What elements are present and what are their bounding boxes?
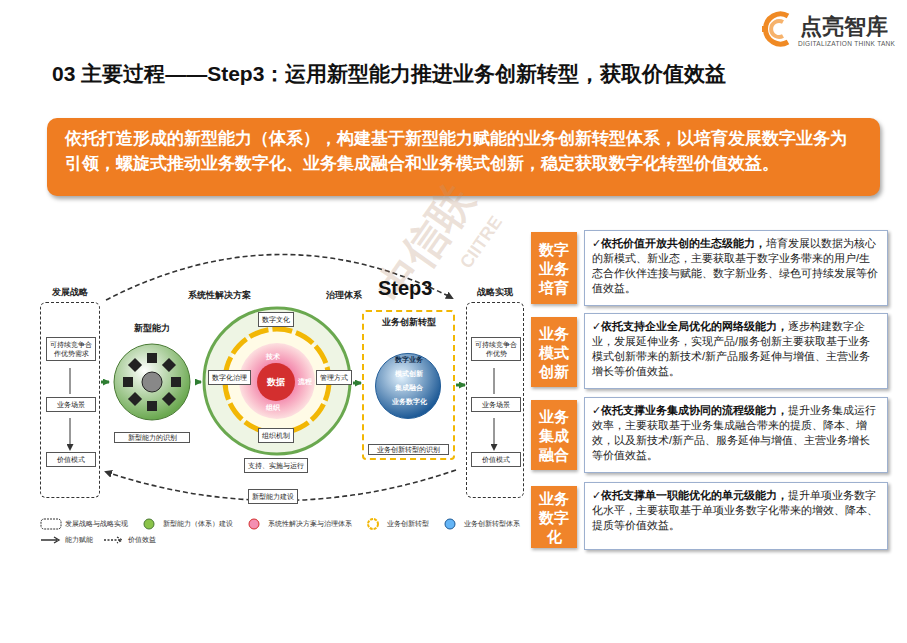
element-box: 数字文化 xyxy=(258,312,294,327)
legend-text: 系统性解决方案与治理体系 xyxy=(268,519,352,529)
category-label: 业务模式创新 xyxy=(531,317,577,387)
legend-sample xyxy=(138,518,160,530)
node-text: 业务数字化 xyxy=(534,489,574,546)
solution-circle: 系统性解决方案治理体系数字文化数字化治理管理方式组织机制数据 xyxy=(202,306,352,456)
node-text: 数字业务培育 xyxy=(534,240,574,297)
bullet-heading: ✓依托价值开放共创的生态级能力， xyxy=(592,237,766,249)
legend-sample xyxy=(40,534,62,546)
node-text: 管理方式 xyxy=(320,373,348,382)
legend-item: 新型能力（体系）建设 xyxy=(138,518,233,530)
process-box: 业务场景 xyxy=(471,397,521,412)
node-text: 价值模式 xyxy=(475,455,517,464)
legend-sample xyxy=(439,518,461,530)
legend-text: 发展战略与战略实现 xyxy=(65,519,128,529)
bullet-heading: ✓依托支撑业务集成协同的流程级能力， xyxy=(592,404,788,416)
logo-subtitle: DIGITALIZATION THINK TANK xyxy=(798,40,895,47)
sphere-label: 模式创新 xyxy=(395,370,423,379)
node-text: 价值模式 xyxy=(50,455,92,464)
flow-arrow xyxy=(456,384,465,387)
process-box: 新型能力建设 xyxy=(248,489,298,504)
detail-box: ✓依托支撑业务集成协同的流程级能力，提升业务集成运行效率，主要获取基于业务集成融… xyxy=(584,397,888,473)
heading: 系统性解决方案 xyxy=(188,289,251,302)
flow-arrow xyxy=(101,381,109,384)
detail-box: ✓依托支撑单一职能优化的单元级能力，提升单项业务数字化水平，主要获取基于单项业务… xyxy=(584,482,888,550)
legend: 发展战略与战略实现 新型能力（体系）建设 系统性解决方案与治理体系 业务创新转型 业务创… xyxy=(40,518,525,546)
sphere-art xyxy=(110,318,194,446)
category-label: 数字业务培育 xyxy=(531,232,577,304)
summary-banner: 依托打造形成的新型能力（体系），构建基于新型能力赋能的业务创新转型体系，以培育发… xyxy=(47,118,880,196)
logo-text: 点亮智库 xyxy=(800,12,888,42)
node-text: 业务集成融合 xyxy=(534,407,574,464)
node-text: 支持、实施与运行 xyxy=(248,461,304,470)
heading: 新型能力 xyxy=(110,322,194,335)
legend-text: 能力赋能 xyxy=(65,535,93,545)
process-box: 价值模式 xyxy=(471,452,521,467)
page-title: 03 主要过程——Step3：运用新型能力推进业务创新转型，获取价值效益 xyxy=(52,60,726,88)
legend-text: 业务创新转型 xyxy=(387,519,429,529)
element-label: 组织 xyxy=(266,403,280,413)
caption-box: 新型能力的识别 xyxy=(114,432,190,443)
caption-box: 业务创新转型的识别 xyxy=(368,444,449,455)
legend-sample xyxy=(362,518,384,530)
flow-arrow xyxy=(195,381,201,384)
capability-sphere: 新型能力新型能力的识别 xyxy=(110,318,194,446)
detail-box: ✓依托支持企业全局优化的网络级能力，逐步构建数字企业，发展延伸业务，实现产品/服… xyxy=(584,313,888,389)
legend-item: 业务创新转型体系 xyxy=(439,518,520,530)
legend-item: 业务创新转型 xyxy=(362,518,429,530)
sphere-label: 集成融合 xyxy=(395,384,423,393)
node-text: 业务场景 xyxy=(50,400,92,409)
node-text: 数据 xyxy=(267,376,285,389)
strategy-group: 战略实现可持续竞争合作优势业务场景价值模式 xyxy=(466,302,524,498)
node-text: 业务场景 xyxy=(475,400,517,409)
node-text: 组织机制 xyxy=(262,431,290,440)
legend-item: 系统性解决方案与治理体系 xyxy=(243,518,352,530)
category-label: 业务数字化 xyxy=(531,486,577,548)
detail-box: ✓依托价值开放共创的生态级能力，培育发展以数据为核心的新模式、新业态，主要获取基… xyxy=(584,230,888,306)
group-heading: 战略实现 xyxy=(459,286,531,299)
node-text: 新型能力建设 xyxy=(252,492,294,501)
heading: 治理体系 xyxy=(326,289,362,302)
node-text: 数字文化 xyxy=(262,315,290,324)
node-text: 业务模式创新 xyxy=(534,324,574,381)
legend-text: 业务创新转型体系 xyxy=(464,519,520,529)
element-label: 技术 xyxy=(266,352,280,362)
node-text: 可持续竞争合作优势 xyxy=(475,340,517,358)
data-core: 数据 xyxy=(257,363,295,401)
bullet-heading: ✓依托支撑单一职能优化的单元级能力， xyxy=(592,489,788,501)
legend-item: 发展战略与战略实现 xyxy=(40,518,128,530)
process-box: 可持续竞争合作优势 xyxy=(471,337,521,361)
element-label: 流程 xyxy=(298,377,312,387)
process-box: 支持、实施与运行 xyxy=(244,458,308,473)
legend-sample xyxy=(40,518,62,530)
legend-item: 价值效益 xyxy=(103,534,156,546)
element-box: 管理方式 xyxy=(316,370,352,385)
legend-item: 能力赋能 xyxy=(40,534,93,546)
step-label: Step3 xyxy=(378,277,432,300)
sphere-label: 业务数字化 xyxy=(392,398,427,407)
process-box: 业务场景 xyxy=(46,397,96,412)
flow-arrow xyxy=(353,382,361,385)
group-heading: 发展战略 xyxy=(33,286,107,299)
node-text: 可持续竞争合作优势需求 xyxy=(50,340,92,358)
sphere-label: 数字业务 xyxy=(395,356,423,365)
logo-icon xyxy=(762,14,788,44)
legend-sample xyxy=(243,518,265,530)
legend-sample xyxy=(103,534,125,546)
legend-text: 价值效益 xyxy=(128,535,156,545)
heading: 业务创新转型 xyxy=(364,316,453,329)
category-label: 业务集成融合 xyxy=(531,400,577,470)
legend-text: 新型能力（体系）建设 xyxy=(163,519,233,529)
cycle-arc xyxy=(106,470,456,501)
element-box: 数字化治理 xyxy=(208,370,251,385)
node-text: 依托打造形成的新型能力（体系），构建基于新型能力赋能的业务创新转型体系，以培育发… xyxy=(65,126,862,176)
strategy-group: 发展战略可持续竞争合作优势需求业务场景价值模式 xyxy=(40,302,100,498)
bullet-heading: ✓依托支持企业全局优化的网络级能力， xyxy=(592,320,788,332)
node-text: 数字化治理 xyxy=(212,373,247,382)
element-box: 组织机制 xyxy=(258,428,294,443)
process-box: 价值模式 xyxy=(46,452,96,467)
process-box: 可持续竞争合作优势需求 xyxy=(46,337,96,361)
